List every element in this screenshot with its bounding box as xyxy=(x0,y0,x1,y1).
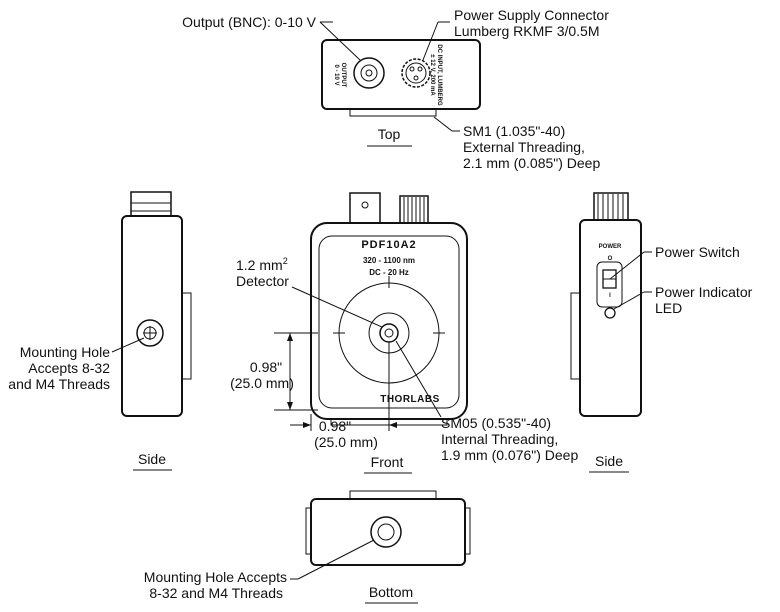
switch-on-mark: I xyxy=(609,293,611,299)
front-wavelength-label: 320 - 1100 nm xyxy=(363,256,415,265)
power-connector-icon xyxy=(401,58,431,88)
power-indicator-led-label: LED xyxy=(655,300,682,316)
side-left-lip xyxy=(181,292,192,380)
side-left-body xyxy=(121,215,183,417)
dim-horizontal-inch-label: 0.98" xyxy=(319,418,351,434)
power-connector-inner-icon xyxy=(405,62,427,84)
sm05-thread-type-label: Internal Threading, xyxy=(441,431,558,447)
sm05-thread-label: SM05 (0.535"-40) xyxy=(441,415,551,431)
front-brand-logo: THORLABS xyxy=(380,394,440,405)
side-power-label: POWER xyxy=(599,244,622,250)
side-right-lip xyxy=(570,292,581,380)
dim-vertical-inch-label: 0.98" xyxy=(250,359,282,375)
view-title-top: Top xyxy=(378,126,401,142)
detector-size-label: 1.2 mm2 xyxy=(236,256,288,273)
top-output-range-label: 0 - 10 V xyxy=(333,64,339,85)
top-power-spec-label: ± 12 V, 200 mA xyxy=(429,54,435,96)
front-bandwidth-label: DC - 20 Hz xyxy=(369,268,409,277)
bottom-mounting-hole-inner-icon xyxy=(377,523,395,541)
output-bnc-label: Output (BNC): 0-10 V xyxy=(182,14,316,30)
power-indicator-led-icon xyxy=(604,307,616,319)
bottom-view xyxy=(290,490,471,580)
mount-bottom-label: Mounting Hole Accepts xyxy=(144,569,287,585)
bnc-connector-inner-icon xyxy=(360,64,378,82)
bnc-pin-icon xyxy=(365,69,373,77)
power-pin-icon xyxy=(413,75,419,81)
mount-side-label: Mounting Hole xyxy=(20,344,110,360)
bottom-left-lip xyxy=(305,507,312,555)
power-connector-label: Power Supply Connector xyxy=(454,7,609,23)
sm05-thread-depth-label: 1.9 mm (0.076") Deep xyxy=(441,447,578,463)
bottom-body xyxy=(310,498,466,566)
dim-horizontal-mm-label: (25.0 mm) xyxy=(314,434,378,450)
power-pin-icon xyxy=(417,66,423,72)
sm1-thread-label: SM1 (1.035"-40) xyxy=(463,123,565,139)
detector-label: Detector xyxy=(236,273,289,289)
side-left-bnc xyxy=(130,191,172,217)
view-title-front: Front xyxy=(371,454,404,470)
power-indicator-label: Power Indicator xyxy=(655,284,753,300)
detector-element-icon xyxy=(384,328,394,338)
dim-vertical-mm-label: (25.0 mm) xyxy=(230,375,294,391)
bnc-connector-icon xyxy=(353,57,385,89)
bottom-mounting-hole-icon xyxy=(370,516,402,548)
top-view: OUTPUT 0 - 10 V DC INPUT, LUMBERG ± 12 V… xyxy=(319,21,481,132)
side-view-right xyxy=(570,192,652,417)
sm1-thread-depth-label: 2.1 mm (0.085") Deep xyxy=(463,155,600,171)
view-title-side-left: Side xyxy=(138,451,166,467)
view-title-side-right: Side xyxy=(595,453,623,469)
front-model-label: PDF10A2 xyxy=(361,239,416,251)
bottom-top-lip xyxy=(349,490,437,500)
mount-side-accepts-label: Accepts 8-32 xyxy=(28,360,110,376)
power-connector-model-label: Lumberg RKMF 3/0.5M xyxy=(454,23,600,39)
view-title-bottom: Bottom xyxy=(369,584,413,600)
dimension-horizontal xyxy=(290,342,408,431)
bottom-right-lip xyxy=(464,507,471,555)
switch-off-mark: O xyxy=(608,256,613,262)
mount-side-threads-label: and M4 Threads xyxy=(8,376,110,392)
mount-bottom-threads-label: 8-32 and M4 Threads xyxy=(149,585,283,601)
top-view-sm1-lip xyxy=(349,108,437,117)
dimension-vertical xyxy=(274,332,318,411)
power-pin-icon xyxy=(409,66,415,72)
top-power-label: DC INPUT, LUMBERG xyxy=(436,44,442,106)
sm1-thread-type-label: External Threading, xyxy=(463,139,585,155)
power-switch-label: Power Switch xyxy=(655,244,740,260)
power-switch-housing xyxy=(596,261,623,308)
side-view-left xyxy=(111,191,192,417)
side-mounting-hole-icon xyxy=(136,319,164,347)
top-output-label: OUTPUT xyxy=(340,63,346,88)
